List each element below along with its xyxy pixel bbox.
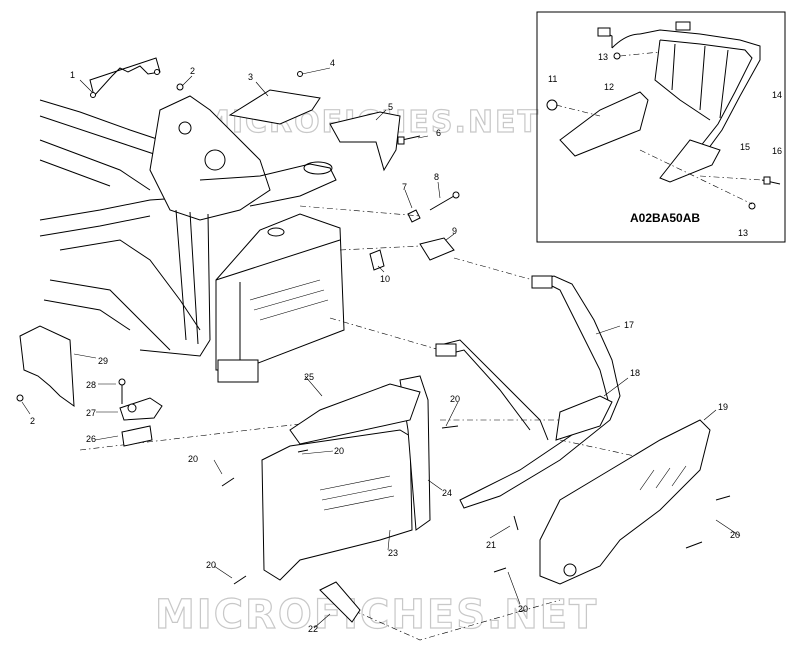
frame-chassis xyxy=(39,95,337,357)
part-9-block xyxy=(419,237,455,261)
callout-8: 8 xyxy=(434,172,439,182)
callout-9: 9 xyxy=(452,226,457,236)
inset-part-code: A02BA50AB xyxy=(630,211,700,225)
part-10-clip xyxy=(369,249,385,271)
callout-3: 3 xyxy=(248,72,253,82)
part-20-screw-c xyxy=(221,477,235,487)
callout-19: 19 xyxy=(718,402,728,412)
inset-label-15: 15 xyxy=(740,142,750,152)
part-27-mount xyxy=(119,397,163,421)
callout-25: 25 xyxy=(304,372,314,382)
part-18-bracket xyxy=(555,395,613,441)
callout-28: 28 xyxy=(86,380,96,390)
callout-27: 27 xyxy=(86,408,96,418)
callout-21: 21 xyxy=(486,540,496,550)
inset-label-13-top: 13 xyxy=(598,52,608,62)
callout-20-d: 20 xyxy=(206,560,216,570)
callout-22: 22 xyxy=(308,624,318,634)
part-2-screw-top xyxy=(176,83,184,91)
callout-29: 29 xyxy=(98,356,108,366)
callout-2-left: 2 xyxy=(30,416,35,426)
part-4-screw xyxy=(297,71,303,77)
part-20-screw-a xyxy=(441,425,459,429)
inset-label-14: 14 xyxy=(772,90,782,100)
inset-label-13-bottom: 13 xyxy=(738,228,748,238)
battery xyxy=(215,213,345,383)
callout-20-e: 20 xyxy=(518,604,528,614)
callout-20-b: 20 xyxy=(334,446,344,456)
part-2-screw-left xyxy=(16,394,24,402)
callout-7: 7 xyxy=(402,182,407,192)
callout-26: 26 xyxy=(86,434,96,444)
callout-18: 18 xyxy=(630,368,640,378)
part-6-bolt xyxy=(401,135,421,141)
part-21-screw xyxy=(513,515,519,531)
part-23-shield xyxy=(261,429,413,581)
callout-20-c: 20 xyxy=(188,454,198,464)
inset-label-16: 16 xyxy=(772,146,782,156)
part-1-cover xyxy=(89,57,161,98)
callout-20-a: 20 xyxy=(450,394,460,404)
callout-2-top: 2 xyxy=(190,66,195,76)
part-29-panel xyxy=(19,325,75,408)
part-20-screw-d xyxy=(233,575,247,585)
part-19-skid-plate xyxy=(539,419,711,585)
part-8-bolt xyxy=(429,195,455,211)
part-7-nut xyxy=(407,209,421,223)
callout-4: 4 xyxy=(330,58,335,68)
callout-24: 24 xyxy=(442,488,452,498)
part-17-bumper xyxy=(435,275,621,509)
part-3-pad xyxy=(228,89,321,125)
part-20-screw-b xyxy=(297,449,309,453)
callout-5: 5 xyxy=(388,102,393,112)
inset-label-11: 11 xyxy=(548,74,557,84)
callout-6: 6 xyxy=(436,128,441,138)
watermark-bottom: MICROFICHES.NET xyxy=(155,592,598,638)
callout-23: 23 xyxy=(388,548,398,558)
inset-box: 11 12 13 13 14 15 16 A02BA50AB xyxy=(536,11,786,243)
part-22-link xyxy=(319,581,361,623)
callout-10: 10 xyxy=(380,274,390,284)
part-20-screw-e xyxy=(493,567,507,573)
callout-1: 1 xyxy=(70,70,75,80)
part-25-plate xyxy=(289,383,421,445)
part-20-screw-f xyxy=(685,495,731,549)
part-26-bracket xyxy=(121,425,153,447)
callout-17: 17 xyxy=(624,320,634,330)
inset-label-12: 12 xyxy=(604,82,614,92)
callout-20-f: 20 xyxy=(730,530,740,540)
